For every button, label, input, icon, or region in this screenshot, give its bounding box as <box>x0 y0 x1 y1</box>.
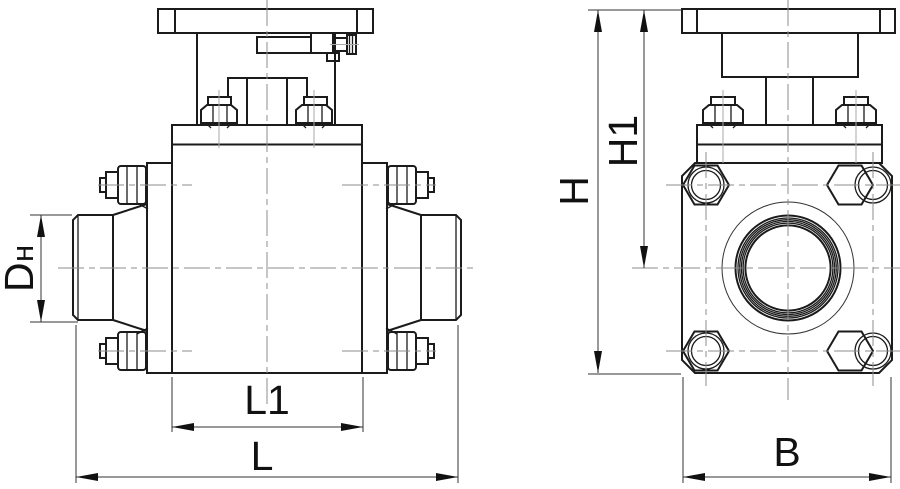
flange-bolt-top-left <box>99 165 149 210</box>
stem-lines <box>246 78 288 125</box>
dimension-label-Dn: D <box>0 262 42 292</box>
side-view <box>632 0 900 400</box>
stop-tab <box>326 52 340 62</box>
handle-plate <box>157 8 374 34</box>
handle-plate-end-ticks <box>174 9 358 33</box>
dimension-label-H: H <box>551 176 597 206</box>
flange-bolt-bottom-right <box>385 327 435 371</box>
actuator-bracket-side <box>721 32 859 78</box>
stem-side <box>765 77 814 125</box>
front-view <box>58 0 476 404</box>
square-flange <box>681 162 893 374</box>
dimension-H: H <box>551 9 682 375</box>
dimension-label-H1: H1 <box>600 115 646 167</box>
dimension-L: L <box>75 325 459 483</box>
bolt-axis-centerlines <box>98 184 436 352</box>
dimension-label-Dn-sub: н <box>5 245 40 262</box>
dimension-label-L1: L1 <box>244 377 290 423</box>
dimension-H1: H1 <box>600 10 648 268</box>
dimension-B: B <box>682 377 892 483</box>
actuator-bracket <box>196 33 336 125</box>
dimension-label-L: L <box>251 433 274 479</box>
bolt-centerlines-side <box>666 152 900 386</box>
stud-centerlines-side <box>722 90 857 163</box>
dimension-L1: L1 <box>171 377 364 432</box>
handle-stop-bar <box>256 36 312 54</box>
handle-plate-end-ticks-side <box>696 9 881 33</box>
dimension-label-B: B <box>773 429 800 475</box>
flange-bolt-bottom-left <box>99 327 149 371</box>
stop-step-piece <box>310 32 334 54</box>
flange-bolt-top-right <box>385 165 435 210</box>
stud-centerlines <box>218 44 359 148</box>
dimension-Dn: D н <box>0 214 78 323</box>
